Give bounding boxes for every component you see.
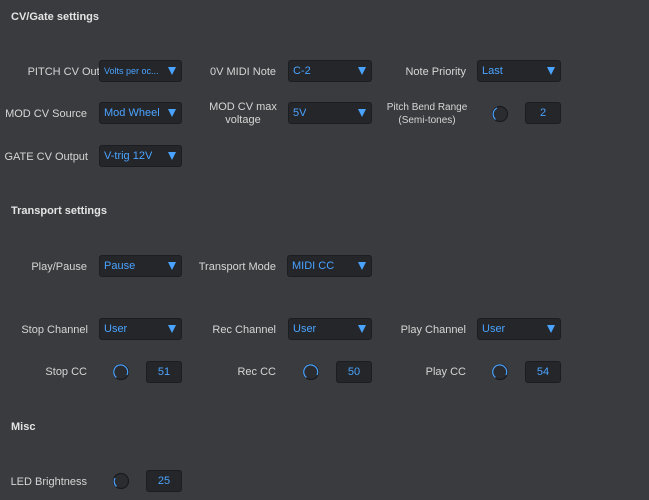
- chevron-down-icon: [168, 152, 176, 160]
- chevron-down-icon: [358, 109, 366, 117]
- note-priority-dropdown[interactable]: Last: [477, 60, 561, 82]
- stop-cc-value[interactable]: 51: [146, 361, 182, 383]
- rec-channel-dropdown[interactable]: User: [288, 318, 372, 340]
- gate-cv-output-label: GATE CV Output: [4, 151, 88, 163]
- stop-cc-knob[interactable]: [112, 363, 130, 381]
- rec-channel-value: User: [293, 323, 317, 335]
- led-brightness-label: LED Brightness: [10, 476, 87, 488]
- chevron-down-icon: [547, 325, 555, 333]
- mod-cv-source-value: Mod Wheel: [104, 107, 160, 119]
- ov-midi-note-label: 0V MIDI Note: [209, 66, 276, 78]
- rec-cc-label: Rec CC: [237, 366, 276, 378]
- stop-channel-label: Stop Channel: [21, 324, 88, 336]
- chevron-down-icon: [358, 67, 366, 75]
- led-brightness-knob[interactable]: [112, 472, 130, 490]
- transport-mode-label: Transport Mode: [198, 261, 276, 273]
- rec-channel-label: Rec Channel: [212, 324, 276, 336]
- play-cc-value[interactable]: 54: [525, 361, 561, 383]
- play-pause-label: Play/Pause: [31, 261, 87, 273]
- note-priority-label: Note Priority: [405, 66, 466, 78]
- mod-cv-source-label: MOD CV Source: [5, 108, 87, 120]
- gate-cv-output-value: V-trig 12V: [104, 150, 153, 162]
- stop-channel-dropdown[interactable]: User: [99, 318, 182, 340]
- pitch-cv-output-value: Volts per oc...: [104, 66, 159, 76]
- play-channel-value: User: [482, 323, 506, 335]
- pitch-bend-range-label: Pitch Bend Range (Semi-tones): [386, 102, 468, 126]
- chevron-down-icon: [168, 262, 176, 270]
- transport-section-title: Transport settings: [11, 205, 107, 217]
- chevron-down-icon: [547, 67, 555, 75]
- chevron-down-icon: [168, 109, 176, 117]
- led-brightness-value[interactable]: 25: [146, 470, 182, 492]
- stop-cc-label: Stop CC: [45, 366, 87, 378]
- rec-cc-value[interactable]: 50: [336, 361, 372, 383]
- mod-cv-max-voltage-value: 5V: [293, 107, 307, 119]
- mod-cv-max-voltage-label: MOD CV max voltage: [209, 101, 277, 126]
- transport-mode-value: MIDI CC: [292, 260, 335, 272]
- chevron-down-icon: [168, 67, 176, 75]
- play-pause-dropdown[interactable]: Pause: [99, 255, 182, 277]
- chevron-down-icon: [358, 262, 366, 270]
- misc-section-title: Misc: [11, 421, 36, 433]
- chevron-down-icon: [168, 325, 176, 333]
- cv-gate-section-title: CV/Gate settings: [11, 11, 100, 23]
- play-channel-dropdown[interactable]: User: [477, 318, 561, 340]
- play-pause-value: Pause: [104, 260, 136, 272]
- play-channel-label: Play Channel: [400, 324, 466, 336]
- play-cc-knob[interactable]: [491, 363, 509, 381]
- mod-cv-max-voltage-dropdown[interactable]: 5V: [288, 102, 372, 124]
- chevron-down-icon: [358, 325, 366, 333]
- stop-channel-value: User: [104, 323, 128, 335]
- mod-cv-source-dropdown[interactable]: Mod Wheel: [99, 102, 182, 124]
- gate-cv-output-dropdown[interactable]: V-trig 12V: [99, 145, 182, 167]
- transport-mode-dropdown[interactable]: MIDI CC: [287, 255, 372, 277]
- pitch-bend-range-knob[interactable]: [491, 105, 509, 123]
- pitch-bend-range-value[interactable]: 2: [525, 102, 561, 124]
- ov-midi-note-value: C-2: [293, 65, 311, 77]
- ov-midi-note-dropdown[interactable]: C-2: [288, 60, 372, 82]
- note-priority-value: Last: [482, 65, 503, 77]
- pitch-cv-output-label: PITCH CV Output: [27, 66, 115, 78]
- play-cc-label: Play CC: [425, 366, 466, 378]
- pitch-cv-output-dropdown[interactable]: Volts per oc...: [99, 60, 182, 82]
- rec-cc-knob[interactable]: [302, 363, 320, 381]
